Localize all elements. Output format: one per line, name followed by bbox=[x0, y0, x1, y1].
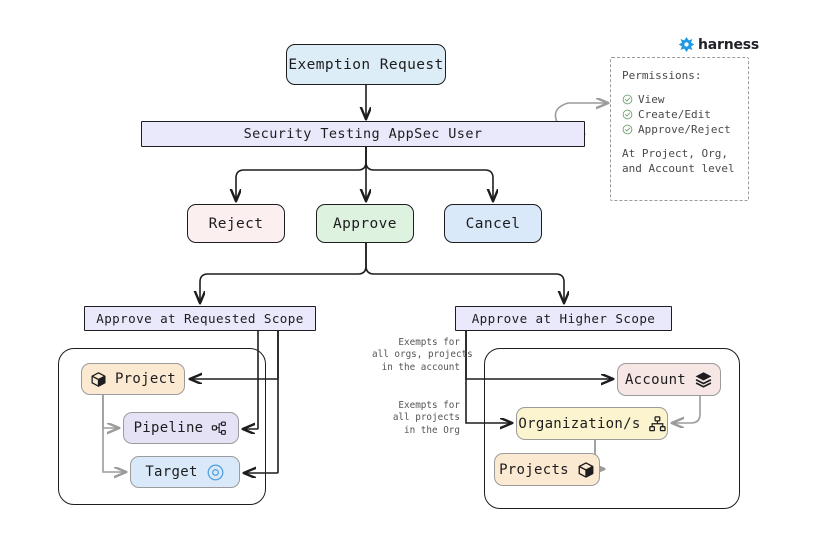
node-organizations[interactable]: Organization/s bbox=[516, 407, 668, 440]
node-projects-label: Projects bbox=[499, 461, 569, 478]
node-projects[interactable]: Projects bbox=[494, 453, 600, 486]
permissions-footer-line1: At Project, Org, bbox=[622, 147, 728, 160]
node-reject[interactable]: Reject bbox=[187, 204, 285, 243]
permissions-legend: Permissions: View Create/Edit Approve/Re… bbox=[610, 57, 749, 201]
node-pipeline-label: Pipeline bbox=[133, 420, 204, 436]
node-approve-at-requested-scope[interactable]: Approve at Requested Scope bbox=[84, 306, 316, 331]
permission-item-create-edit: Create/Edit bbox=[622, 107, 739, 122]
cube-icon bbox=[577, 461, 595, 479]
node-pipeline[interactable]: Pipeline bbox=[123, 412, 239, 444]
permission-item-approve-reject: Approve/Reject bbox=[622, 122, 739, 137]
node-target[interactable]: Target bbox=[130, 456, 240, 488]
node-organizations-label: Organization/s bbox=[518, 415, 641, 432]
permission-label-create-edit: Create/Edit bbox=[638, 108, 711, 121]
node-exemption-request[interactable]: Exemption Request bbox=[286, 44, 446, 85]
node-cancel[interactable]: Cancel bbox=[444, 204, 542, 243]
check-circle-icon bbox=[622, 94, 633, 105]
node-project[interactable]: Project bbox=[81, 363, 185, 395]
node-approve-at-higher-scope[interactable]: Approve at Higher Scope bbox=[455, 306, 672, 331]
node-security-testing-appsec-user[interactable]: Security Testing AppSec User bbox=[141, 121, 585, 147]
cube-icon bbox=[90, 371, 107, 388]
node-account[interactable]: Account bbox=[617, 363, 721, 396]
node-account-label: Account bbox=[624, 371, 687, 388]
node-target-label: Target bbox=[145, 464, 198, 480]
permission-label-approve-reject: Approve/Reject bbox=[638, 123, 731, 136]
annotation-exempts-org: Exempts for all projects in the Org bbox=[392, 400, 460, 436]
permission-item-view: View bbox=[622, 92, 739, 107]
harness-wordmark: harness bbox=[698, 36, 760, 53]
layers-icon bbox=[694, 370, 713, 389]
harness-diamond-icon bbox=[678, 36, 695, 53]
target-icon bbox=[206, 463, 225, 482]
check-circle-icon bbox=[622, 109, 633, 120]
annotation-exempts-account: Exempts for all orgs, projects in the ac… bbox=[372, 337, 473, 373]
permission-label-view: View bbox=[638, 93, 665, 106]
harness-logo: harness bbox=[678, 36, 759, 53]
cluster-higher-scope bbox=[484, 348, 740, 509]
check-circle-icon bbox=[622, 124, 633, 135]
permissions-title: Permissions: bbox=[622, 69, 702, 82]
permissions-footer-line2: and Account level bbox=[622, 162, 735, 175]
pipeline-icon bbox=[211, 420, 228, 436]
org-chart-icon bbox=[648, 415, 666, 432]
node-project-label: Project bbox=[114, 371, 177, 387]
node-approve[interactable]: Approve bbox=[316, 204, 414, 243]
cluster-requested-scope bbox=[58, 348, 266, 505]
